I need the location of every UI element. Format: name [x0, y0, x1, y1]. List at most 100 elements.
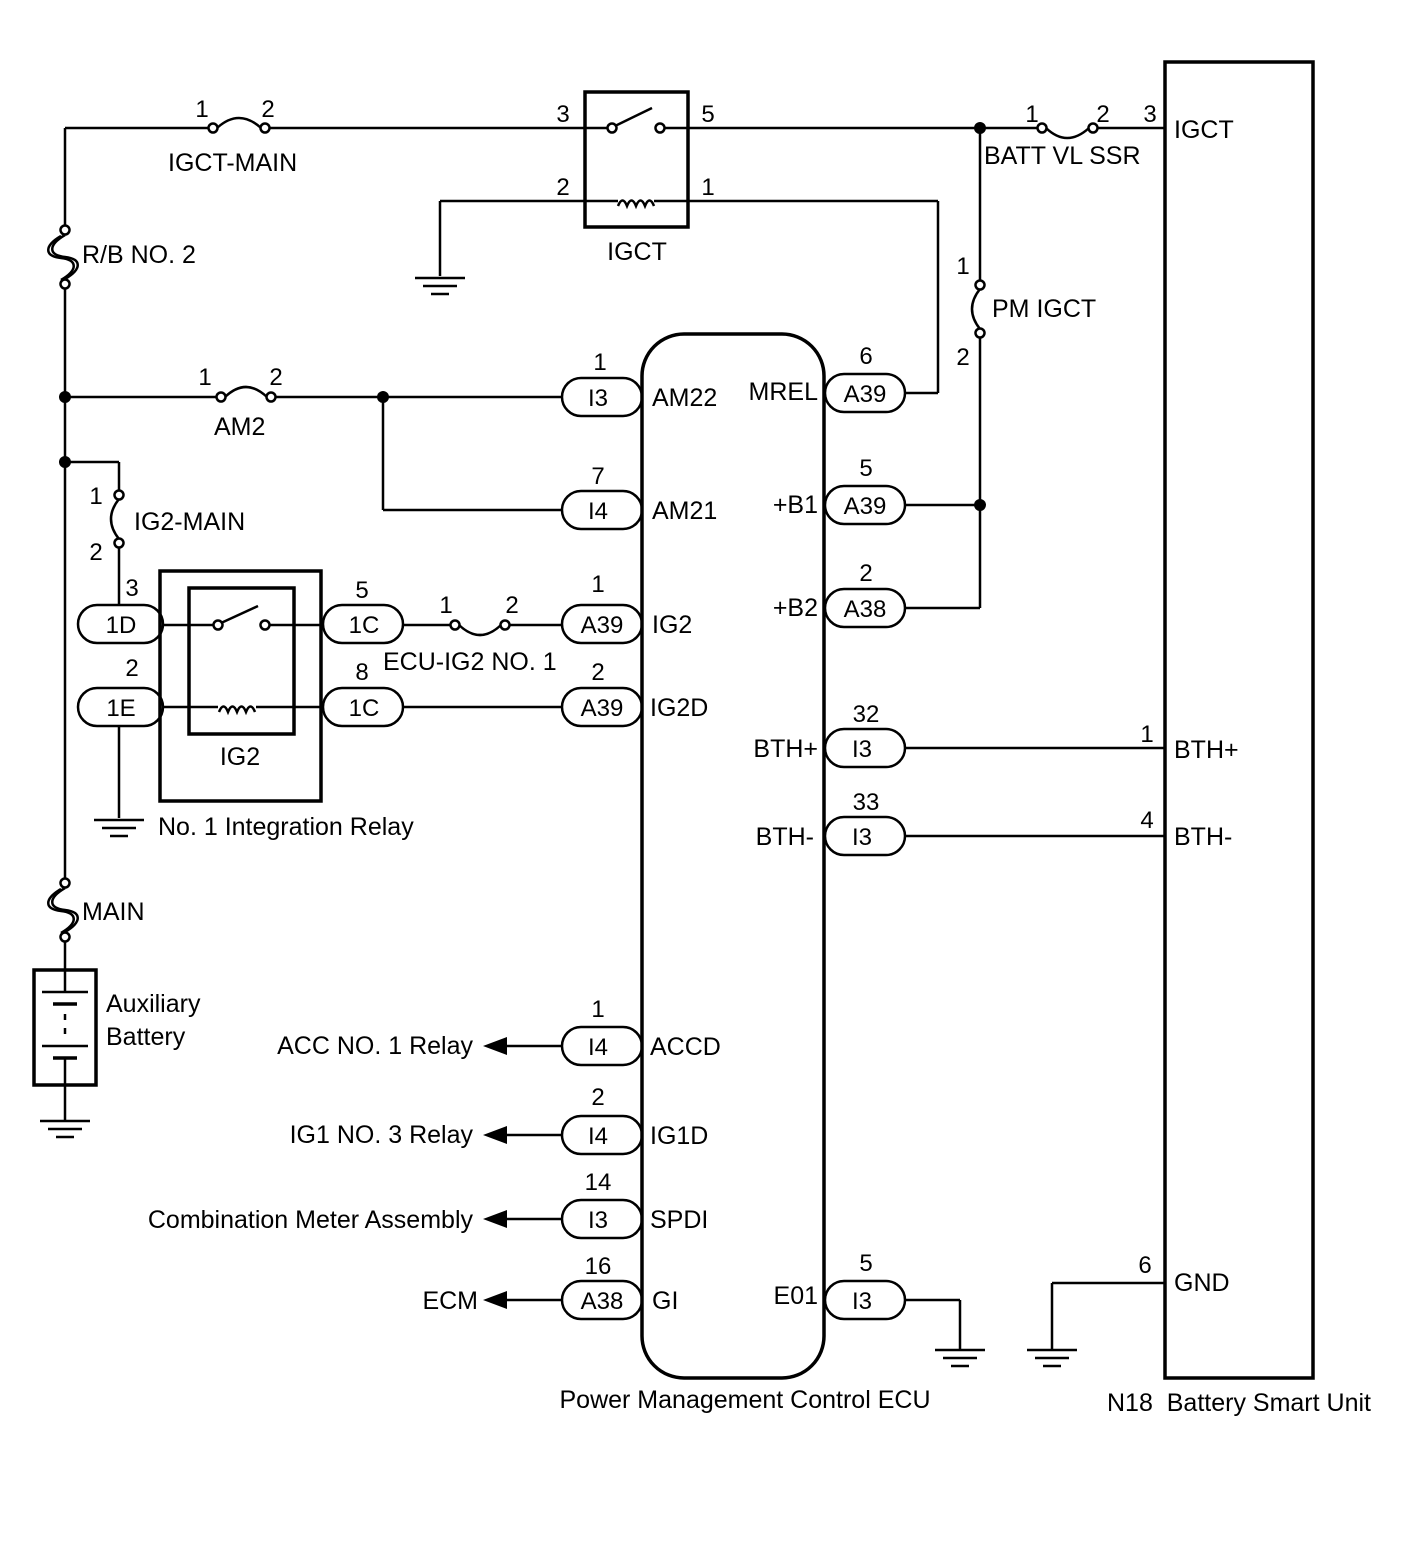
battery-smart-unit [1163, 60, 1315, 1380]
term-am22: AM22 [652, 384, 717, 412]
connector-pills [76, 372, 907, 1321]
label-ig2-main: IG2-MAIN [134, 508, 245, 536]
label-rb-no2: R/B NO. 2 [82, 241, 196, 269]
pin-bth-minus: 33 [853, 789, 880, 816]
pin-1c-top: 5 [355, 577, 368, 604]
pin-ig2d: 2 [591, 659, 604, 686]
ground-igct [413, 276, 467, 296]
ground-ig2 [92, 818, 146, 838]
term-accd: ACCD [650, 1033, 721, 1061]
label-pm-igct: PM IGCT [992, 295, 1096, 323]
pin-spdi: 14 [585, 1169, 612, 1196]
output-arrows [483, 1037, 507, 1309]
pin-igct-main-1: 1 [195, 96, 208, 123]
pin-gi: 16 [585, 1253, 612, 1280]
term-bth-plus: BTH+ [753, 735, 818, 763]
bsu-term-bth-minus: BTH- [1174, 823, 1232, 851]
pin-am2-1: 1 [198, 364, 211, 391]
conn-1c-top: 1C [349, 612, 380, 639]
ground-ecu [933, 1348, 987, 1368]
arrow-ig1-icon [483, 1126, 507, 1144]
pin-pm-igct-2: 2 [956, 344, 969, 371]
conn-e01: I3 [852, 1288, 872, 1315]
term-ig1d: IG1D [650, 1122, 708, 1150]
conn-b2: A38 [844, 596, 887, 623]
conn-1d: 1D [106, 612, 137, 639]
pin-ig2-main-1: 1 [89, 483, 102, 510]
fuse-batt-vl-ssr [1036, 122, 1099, 140]
pin-igct-relay-1: 1 [701, 174, 714, 201]
auxiliary-battery [32, 968, 98, 1087]
pin-batt-vl-1: 1 [1025, 101, 1038, 128]
arrow-ecm-icon [483, 1291, 507, 1309]
pin-igct-relay-2: 2 [556, 174, 569, 201]
pin-mrel: 6 [859, 343, 872, 370]
term-ig2: IG2 [652, 611, 692, 639]
term-b2: +B2 [773, 594, 818, 622]
term-b1: +B1 [773, 491, 818, 519]
conn-gi: A38 [581, 1288, 624, 1315]
fuse-ig2-main [109, 489, 125, 549]
label-igct-relay: IGCT [607, 238, 667, 266]
no1-integration-relay [158, 569, 323, 803]
label-aux-battery-2: Battery [106, 1023, 186, 1051]
conn-ig1d: I4 [588, 1123, 608, 1150]
label-ecu: Power Management Control ECU [560, 1386, 931, 1414]
pin-bsu-gnd: 6 [1138, 1252, 1151, 1279]
pin-bth-plus: 32 [853, 701, 880, 728]
label-combination-meter: Combination Meter Assembly [148, 1206, 474, 1234]
term-mrel: MREL [749, 378, 819, 406]
label-battery-smart-unit: N18 Battery Smart Unit [1107, 1389, 1371, 1417]
term-gi: GI [652, 1287, 678, 1315]
label-ecm: ECM [422, 1287, 478, 1315]
pin-igct-relay-5: 5 [701, 101, 714, 128]
conn-b1: A39 [844, 493, 887, 520]
fusible-link-rb-no2 [47, 224, 79, 290]
conn-1e: 1E [106, 695, 135, 722]
igct-relay [583, 90, 690, 229]
conn-mrel: A39 [844, 381, 887, 408]
fuse-ecu-ig2-no1 [449, 619, 511, 637]
pin-am22: 1 [593, 349, 606, 376]
fusible-link-main [47, 877, 79, 943]
pin-b1: 5 [859, 455, 872, 482]
pin-b2: 2 [859, 560, 872, 587]
pin-bsu-bth-minus: 4 [1140, 807, 1153, 834]
fuse-igct-main [207, 116, 271, 134]
term-e01: E01 [774, 1282, 818, 1310]
term-bth-minus: BTH- [756, 823, 814, 851]
conn-bth-minus: I3 [852, 824, 872, 851]
label-ecu-ig2-no1: ECU-IG2 NO. 1 [383, 648, 557, 676]
pin-ig2: 1 [591, 571, 604, 598]
junction-dots [59, 122, 986, 511]
label-batt-vl-ssr: BATT VL SSR [984, 142, 1141, 170]
label-acc-no1-relay: ACC NO. 1 Relay [277, 1032, 473, 1060]
term-am21: AM21 [652, 497, 717, 525]
conn-ig2: A39 [581, 612, 624, 639]
pin-e01: 5 [859, 1250, 872, 1277]
ground-bsu [1025, 1348, 1079, 1368]
label-igct-main: IGCT-MAIN [168, 149, 297, 177]
pin-batt-vl-2: 2 [1096, 101, 1109, 128]
pin-am2-2: 2 [269, 364, 282, 391]
pin-igct-relay-3: 3 [556, 101, 569, 128]
pin-bsu-igct: 3 [1143, 101, 1156, 128]
conn-spdi: I3 [588, 1207, 608, 1234]
pin-am21: 7 [591, 463, 604, 490]
fuse-am2 [215, 385, 277, 403]
bsu-term-gnd: GND [1174, 1269, 1230, 1297]
pin-ecu-ig2-2: 2 [505, 592, 518, 619]
label-integration-relay: No. 1 Integration Relay [158, 813, 414, 841]
label-ig1-no3-relay: IG1 NO. 3 Relay [290, 1121, 474, 1149]
pin-accd: 1 [591, 996, 604, 1023]
conn-am22: I3 [588, 385, 608, 412]
pin-1e: 2 [125, 655, 138, 682]
pin-ig1d: 2 [591, 1084, 604, 1111]
bsu-term-igct: IGCT [1174, 116, 1234, 144]
conn-bth-plus: I3 [852, 736, 872, 763]
pin-1d: 3 [125, 575, 138, 602]
pin-1c-bottom: 8 [355, 659, 368, 686]
term-spdi: SPDI [650, 1206, 708, 1234]
pin-pm-igct-1: 1 [956, 253, 969, 280]
